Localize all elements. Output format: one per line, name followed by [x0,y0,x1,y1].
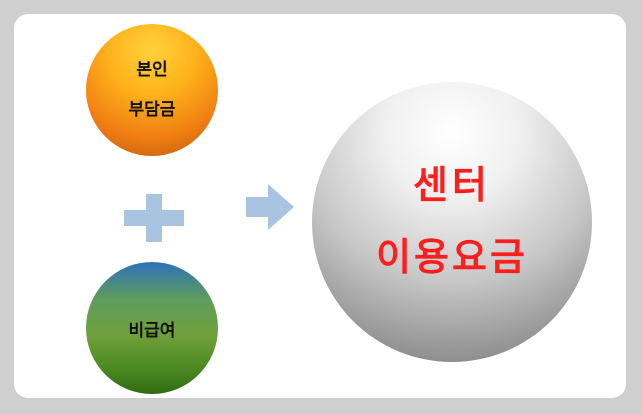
personal-copay-label-line2: 부담금 [128,100,176,120]
right-arrow-icon [246,184,294,230]
center-usage-fee-circle: 센터 이용요금 [312,82,592,362]
non-covered-circle: 비급여 [86,262,218,394]
center-usage-fee-line1: 센터 [413,163,491,208]
plus-icon [124,194,184,242]
personal-copay-label-line1: 본인 [136,59,168,80]
personal-copay-circle: 본인 부담금 [86,24,218,156]
diagram-frame: 본인 부담금 비급여 센터 이용요금 [14,14,626,398]
non-covered-label: 비급여 [128,320,176,341]
center-usage-fee-line2: 이용요금 [376,235,528,279]
